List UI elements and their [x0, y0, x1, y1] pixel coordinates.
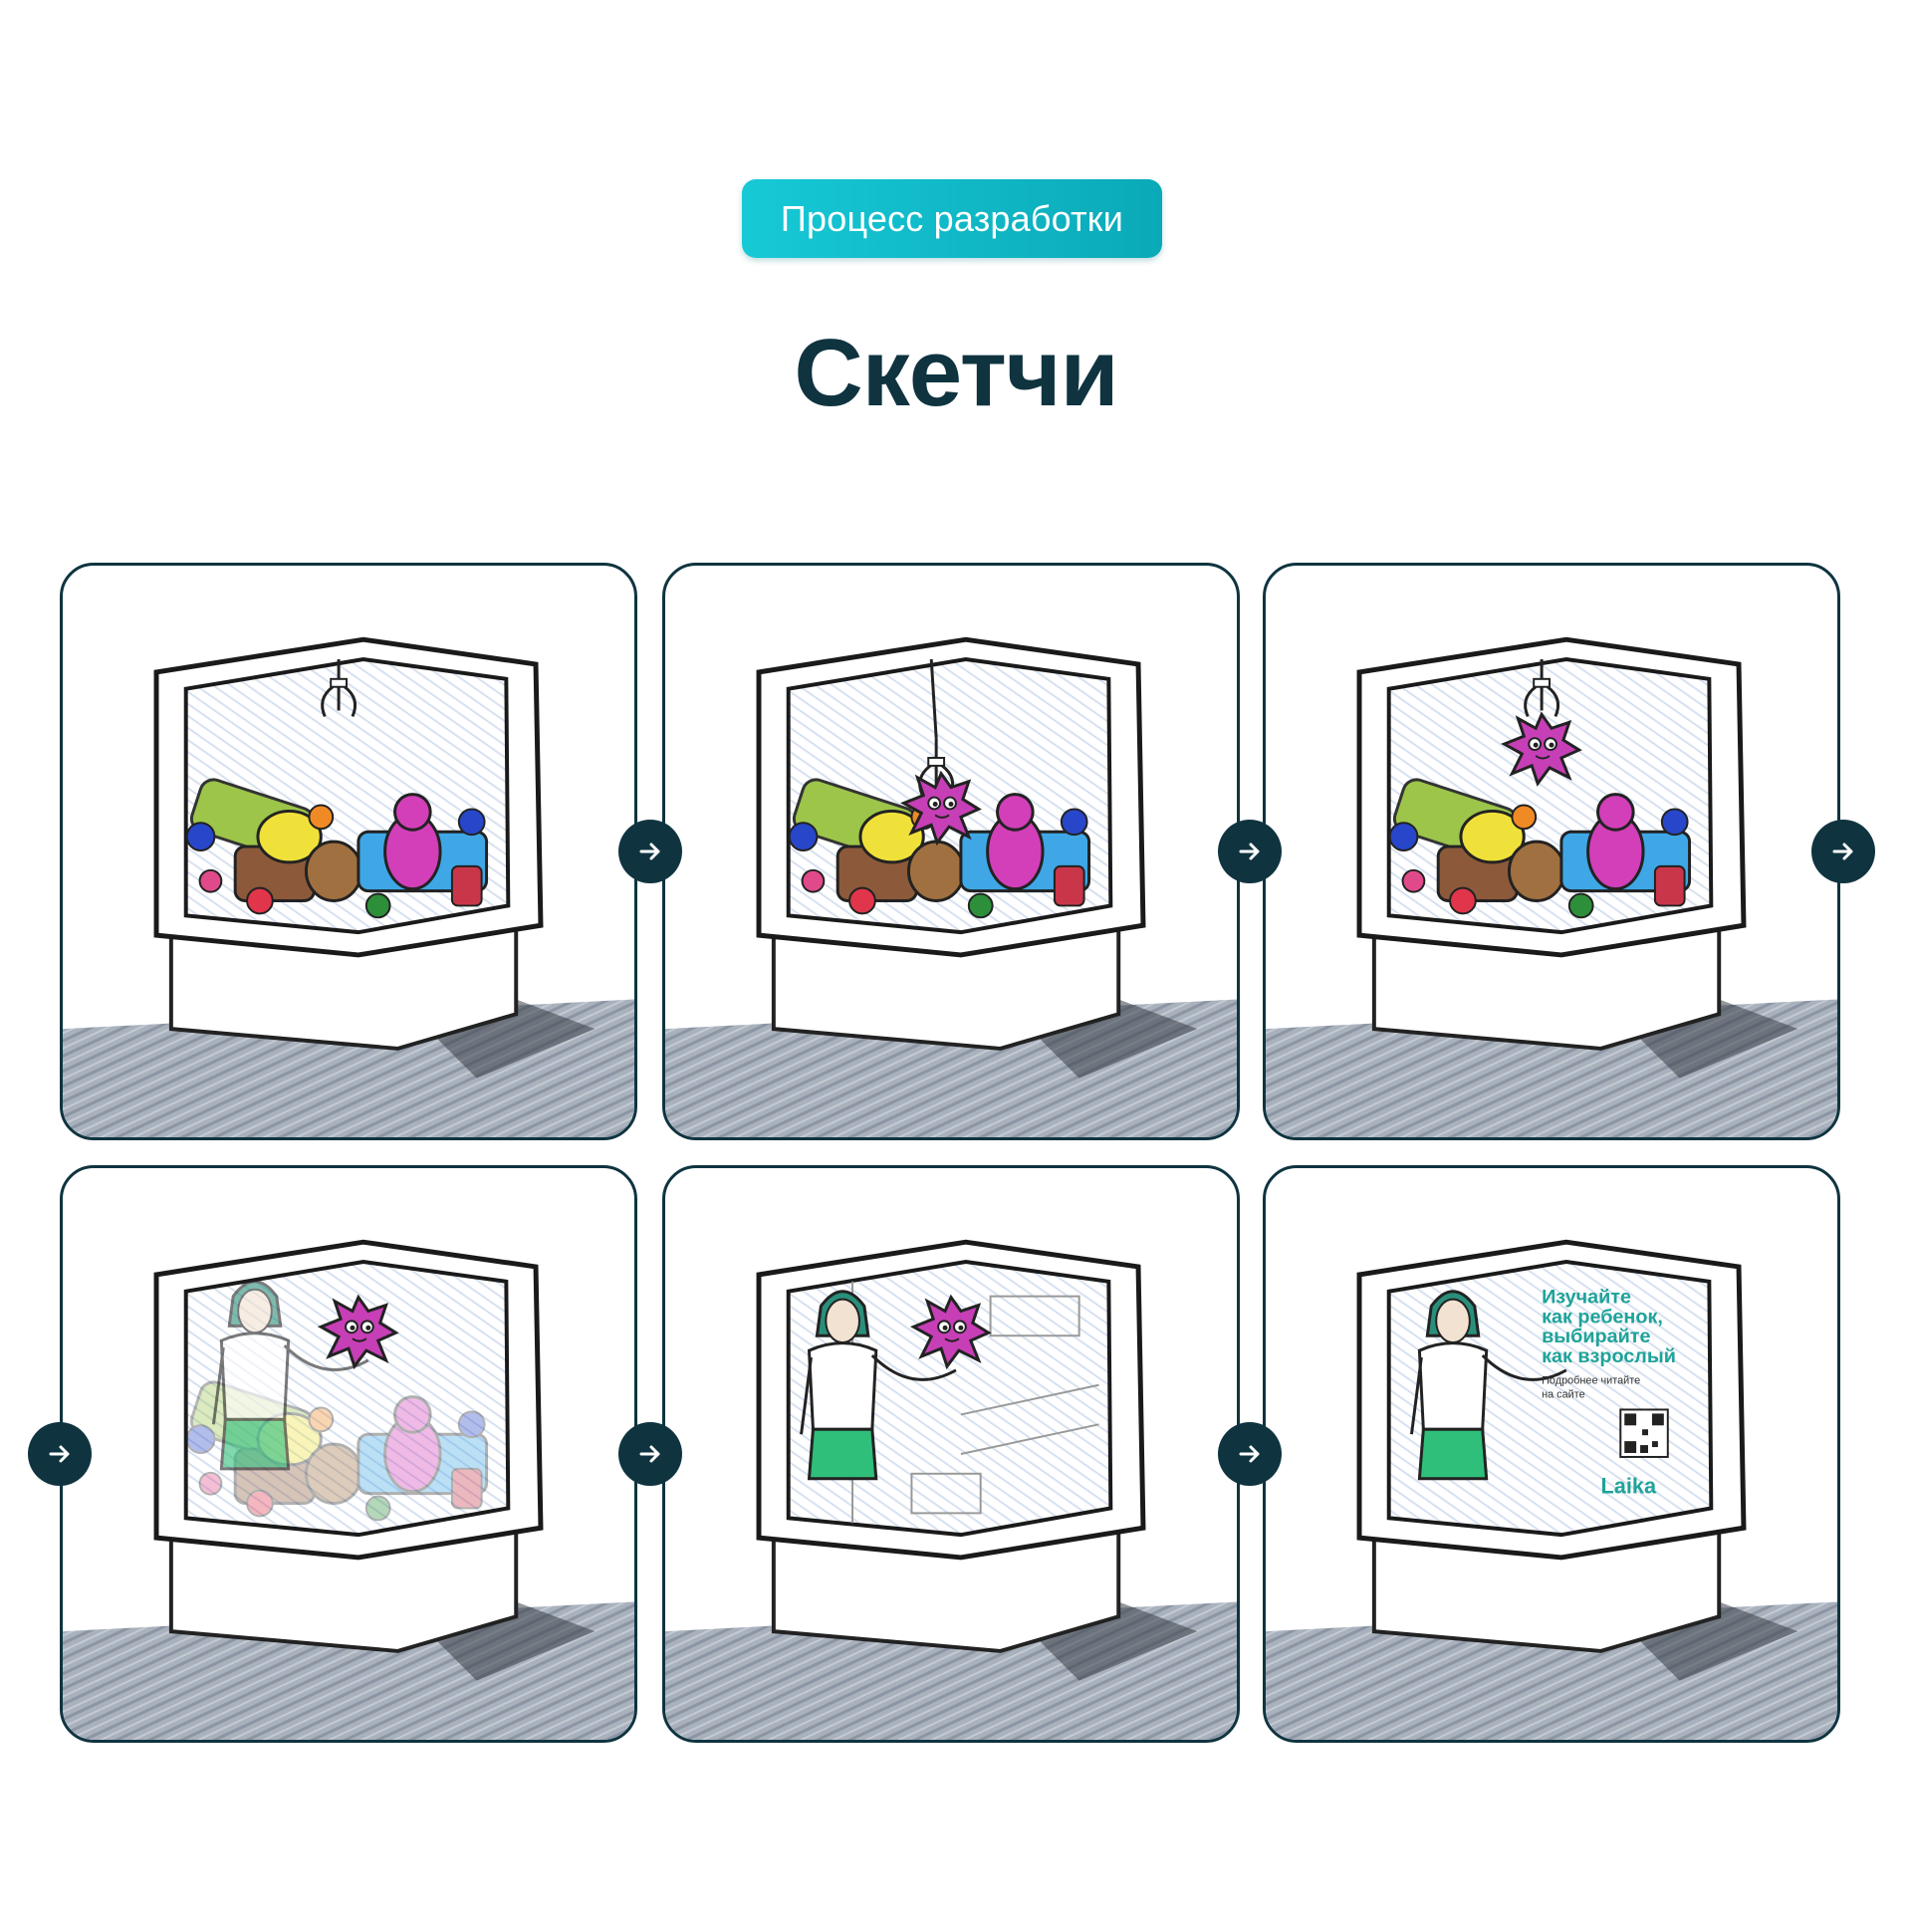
arrow-right-icon — [1218, 820, 1282, 883]
sketch-card-6: Изучайте как ребенок, выбирайте как взро… — [1263, 1165, 1840, 1743]
arrow-right-icon — [1811, 820, 1875, 883]
sketch-2-illustration — [665, 566, 1237, 1137]
arrow-right-icon — [1218, 1422, 1282, 1486]
arrow-right-icon — [618, 820, 682, 883]
billboard-headline-4: как взрослый — [1542, 1345, 1676, 1367]
billboard-headline-2: как ребенок, — [1542, 1306, 1663, 1328]
billboard-logo: Laika — [1600, 1474, 1657, 1499]
billboard-subtext-2: на сайте — [1542, 1389, 1585, 1401]
billboard-headline-1: Изучайте — [1542, 1287, 1631, 1309]
sketch-3-illustration — [1266, 566, 1837, 1137]
sketch-1-illustration — [63, 566, 634, 1137]
page-title: Скетчи — [794, 320, 1118, 426]
sketch-card-2 — [662, 563, 1240, 1140]
billboard-headline-3: выбирайте — [1542, 1326, 1650, 1347]
sketch-card-3 — [1263, 563, 1840, 1140]
sketch-5-illustration — [665, 1168, 1237, 1740]
arrow-right-icon — [28, 1422, 92, 1486]
qr-code-icon — [1619, 1408, 1669, 1458]
arrow-right-icon — [618, 1422, 682, 1486]
sketch-4-illustration — [63, 1168, 634, 1740]
billboard-subtext-1: Подробнее читайте — [1542, 1375, 1640, 1387]
sketch-card-1 — [60, 563, 637, 1140]
section-badge-label: Процесс разработки — [780, 197, 1124, 239]
section-badge: Процесс разработки — [742, 179, 1162, 258]
sketch-card-5 — [662, 1165, 1240, 1743]
sketch-6-illustration: Изучайте как ребенок, выбирайте как взро… — [1266, 1168, 1837, 1740]
sketch-card-4 — [60, 1165, 637, 1743]
